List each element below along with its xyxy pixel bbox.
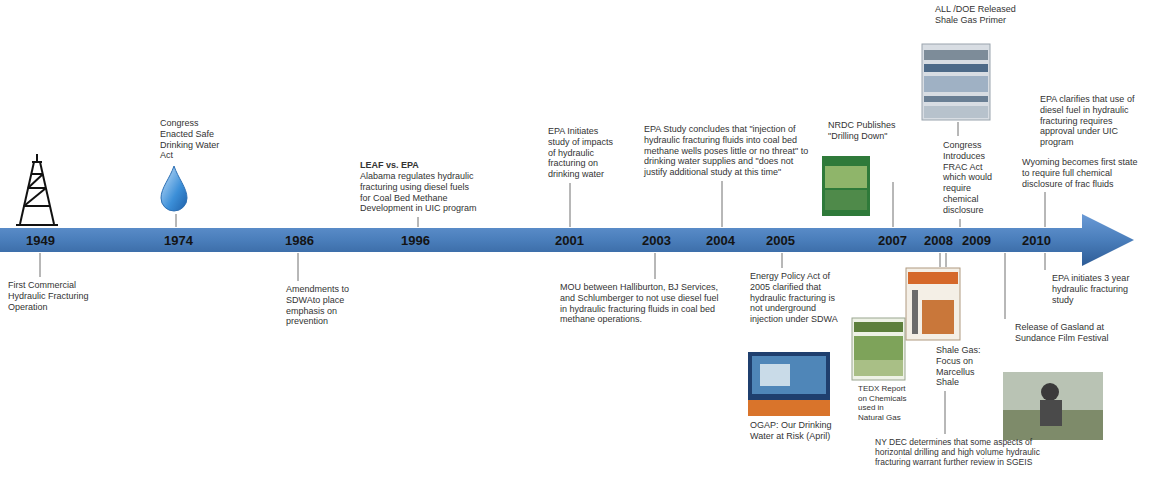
event-text: Release of Gasland at Sundance Film Fest… bbox=[1015, 322, 1111, 344]
event-text: Wyoming becomes first state to require f… bbox=[1022, 157, 1138, 189]
event-text: EPA Initiates study of impacts of hydrau… bbox=[548, 126, 614, 180]
event-text: EPA initiates 3 year hydraulic fracturin… bbox=[1052, 273, 1148, 305]
year-label: 1986 bbox=[285, 234, 314, 247]
tick-line bbox=[1045, 253, 1046, 270]
report-cover bbox=[748, 352, 830, 416]
tick-line bbox=[1045, 192, 1046, 227]
film-still bbox=[1003, 372, 1103, 440]
event-text: EPA Study concludes that "injection of h… bbox=[644, 124, 816, 178]
event-text: NY DEC determines that some aspects of h… bbox=[875, 437, 1051, 468]
tick-line bbox=[782, 253, 783, 268]
event-text: ALL /DOE Released Shale Gas Primer bbox=[935, 4, 1017, 26]
report-cover bbox=[822, 156, 870, 216]
leader-lines bbox=[176, 122, 958, 267]
year-label: 2001 bbox=[555, 234, 584, 247]
year-label: 2008 bbox=[924, 234, 953, 247]
tick-line bbox=[1005, 253, 1006, 319]
event-title: LEAF vs. EPA bbox=[360, 160, 472, 171]
event-text: Amendments to SDWAto place emphasis on p… bbox=[286, 284, 360, 327]
year-label: 2005 bbox=[766, 234, 795, 247]
event-text: MOU between Halliburton, BJ Services, an… bbox=[560, 282, 722, 325]
event-text: First Commercial Hydraulic Fracturing Op… bbox=[8, 280, 98, 312]
year-label: 2004 bbox=[706, 234, 735, 247]
water-drop bbox=[161, 166, 187, 211]
timeline-arrow bbox=[0, 214, 1134, 266]
report-cover bbox=[922, 44, 990, 120]
image-caption: TEDX Report on Chemicals used in Natural… bbox=[858, 384, 908, 422]
tick-line bbox=[722, 181, 723, 227]
report-cover bbox=[852, 318, 905, 380]
tick-line bbox=[570, 183, 571, 227]
event-text: EPA clarifies that use of diesel fuel in… bbox=[1040, 94, 1146, 148]
year-label: 2009 bbox=[962, 234, 991, 247]
year-label: 1974 bbox=[164, 234, 193, 247]
event-text: NRDC Publishes "Drilling Down" bbox=[828, 120, 900, 142]
tick-line bbox=[945, 391, 946, 434]
tick-line bbox=[655, 253, 656, 279]
tick-line bbox=[40, 253, 41, 277]
image-caption: Shale Gas: Focus on Marcellus Shale bbox=[936, 345, 994, 388]
image-caption: OGAP: Our Drinking Water at Risk (April) bbox=[750, 420, 834, 442]
year-label: 2003 bbox=[642, 234, 671, 247]
event-text: Energy Policy Act of 2005 clarified that… bbox=[750, 271, 850, 325]
tick-line bbox=[298, 253, 299, 281]
event-text: Alabama regulates hydraulic fracturing u… bbox=[360, 171, 478, 214]
year-label: 2007 bbox=[878, 234, 907, 247]
year-label: 1949 bbox=[26, 234, 55, 247]
year-label: 1996 bbox=[401, 234, 430, 247]
event-text: Congress Enacted Safe Drinking Water Act bbox=[160, 118, 222, 161]
report-cover bbox=[906, 268, 960, 340]
tick-line bbox=[960, 219, 961, 227]
tick-line bbox=[418, 217, 419, 227]
derrick-icon bbox=[16, 154, 58, 225]
event-text: Congress Introduces FRAC Act which would… bbox=[943, 140, 1005, 216]
year-label: 2010 bbox=[1022, 234, 1051, 247]
